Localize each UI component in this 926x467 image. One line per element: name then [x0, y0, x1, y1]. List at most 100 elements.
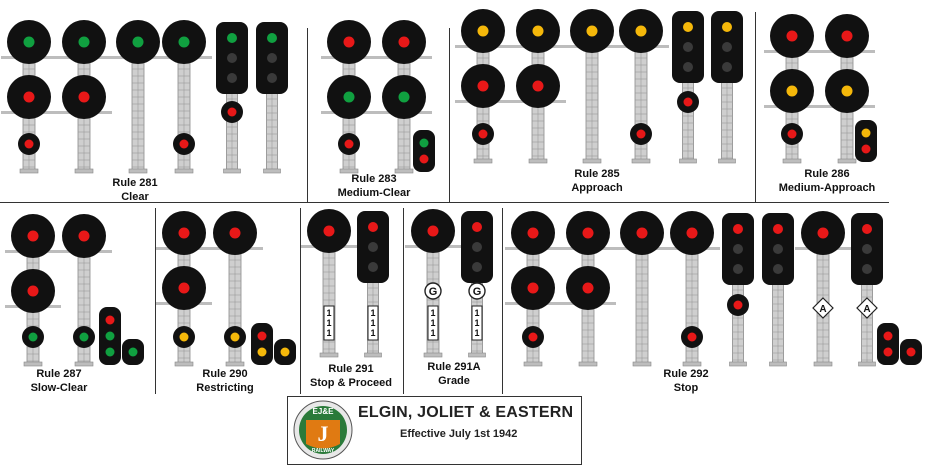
rule-name: Clear	[121, 191, 149, 203]
divider	[449, 28, 450, 202]
mast-base	[769, 361, 787, 367]
mast-base	[582, 158, 602, 164]
mast-base	[394, 168, 414, 174]
signal-lamp	[527, 227, 539, 239]
signal-lamp	[398, 36, 410, 48]
mast-base	[858, 361, 876, 367]
mast-base	[473, 158, 493, 164]
signal-lamp	[683, 22, 693, 32]
signal-lamp	[472, 262, 482, 272]
divider	[403, 208, 404, 394]
mast-base	[578, 361, 598, 367]
signal-lamp	[419, 154, 429, 164]
divider	[307, 28, 308, 202]
signal-lamp	[280, 347, 290, 357]
signal-lamp	[27, 285, 39, 297]
number-plate-digit: 1	[370, 308, 375, 318]
number-plate-digit: 1	[370, 328, 375, 338]
signal-lamp	[862, 264, 872, 274]
signal-lamp	[178, 282, 190, 294]
signal-lamp	[528, 332, 538, 342]
grade-plate	[424, 282, 442, 300]
mast-base	[632, 361, 652, 367]
signal-dwarf	[877, 323, 899, 365]
signal-dwarf	[855, 120, 877, 162]
signal-lamp	[427, 225, 439, 237]
rule-281-signals	[1, 20, 288, 174]
signal-lamp	[733, 244, 743, 254]
signal-light	[672, 11, 704, 164]
absolute-plate	[812, 297, 834, 319]
mast-base	[263, 168, 281, 174]
signal-sema	[56, 214, 112, 367]
number-plate	[427, 305, 439, 341]
railway-logo-box: EJ&E J RAILWAY ELGIN, JOLIET & EASTERN E…	[287, 396, 582, 465]
signal-lamp	[343, 36, 355, 48]
number-plate	[471, 305, 483, 341]
number-plate-digit: 1	[326, 308, 331, 318]
ejae-emblem: EJ&E J RAILWAY	[293, 400, 353, 460]
signal-lamp	[477, 80, 489, 92]
signal-lamp	[841, 30, 853, 42]
signal-sema	[321, 20, 377, 174]
rule-name: Slow-Clear	[30, 382, 88, 394]
emblem-letter: J	[318, 421, 329, 446]
number-plate-digit: 1	[430, 318, 435, 328]
signal-light	[216, 22, 248, 174]
signal-lamp	[267, 73, 277, 83]
signal-lamp	[227, 53, 237, 63]
signal-lamp	[179, 332, 189, 342]
signal-lamp	[23, 36, 35, 48]
signal-sema	[613, 9, 669, 164]
signal-lamp	[368, 262, 378, 272]
divider	[155, 208, 156, 394]
rule-285-signals	[455, 9, 743, 164]
signal-lamp	[532, 25, 544, 37]
rule-number: Rule 283	[351, 173, 397, 185]
rule-name: Grade	[438, 375, 470, 387]
signal-lamp	[178, 227, 190, 239]
absolute-plate	[856, 297, 878, 319]
signal-lamp	[733, 264, 743, 274]
signal-lamp	[178, 36, 190, 48]
signal-lamp	[773, 264, 783, 274]
signal-lamp	[683, 42, 693, 52]
rule-number: Rule 290	[202, 368, 248, 380]
signal-lamp	[722, 22, 732, 32]
signal-sema	[376, 20, 432, 174]
signal-lamp	[78, 36, 90, 48]
signal-dwarf	[274, 339, 296, 365]
signal-lamp	[773, 244, 783, 254]
signal-lamp	[323, 225, 335, 237]
signal-lamp	[906, 347, 916, 357]
signal-lamp	[267, 33, 277, 43]
signal-sema	[560, 211, 616, 367]
signal-lamp	[343, 91, 355, 103]
signal-lamp	[635, 25, 647, 37]
signal-lamp	[478, 129, 488, 139]
signal-dwarf	[99, 307, 121, 365]
rule-number: Rule 287	[36, 368, 82, 380]
mast-base	[679, 158, 697, 164]
signal-sema	[110, 20, 166, 174]
signal-lamp	[105, 315, 115, 325]
mast-base	[23, 361, 43, 367]
signal-lamp	[227, 107, 237, 117]
signal-sema	[510, 9, 566, 164]
rule-number: Rule 291	[328, 363, 374, 375]
signal-sema	[5, 214, 61, 367]
divider	[0, 202, 889, 203]
number-plate-digit: 1	[474, 308, 479, 318]
signal-sema	[56, 20, 112, 174]
mast-base	[782, 158, 802, 164]
rule-name: Stop & Proceed	[310, 377, 392, 389]
mast-base	[174, 361, 194, 367]
